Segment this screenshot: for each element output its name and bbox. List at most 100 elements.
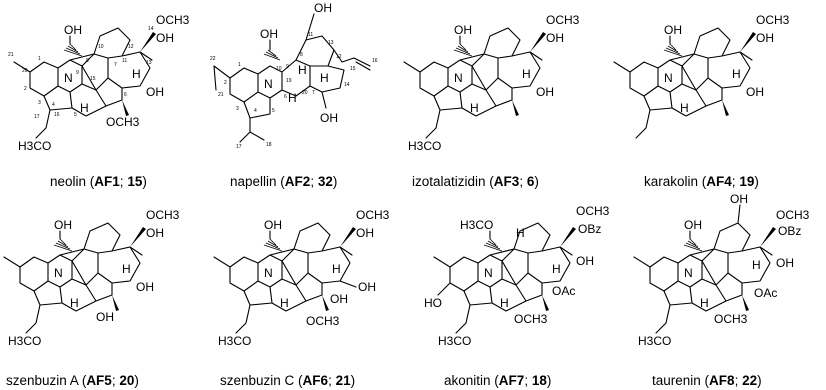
atom-oh: OH — [146, 85, 164, 99]
atom-number: 2 — [24, 86, 27, 92]
compound-af1: OH OCH3 OH N H OH OCH3 H3CO H 21 20 1 2 … — [8, 13, 190, 189]
atom-och3: OCH3 — [306, 314, 340, 328]
atom-h: H — [700, 296, 709, 310]
atom-number: 11 — [122, 58, 127, 64]
atom-number: 15 — [90, 76, 96, 82]
atom-oh: OH — [54, 218, 72, 232]
atom-number: 13 — [328, 40, 334, 46]
atom-n: N — [64, 71, 73, 85]
atom-number: 12 — [336, 54, 342, 60]
atom-h: H — [132, 67, 141, 81]
atom-number: 7 — [312, 90, 315, 96]
compound-label-af2: napellin (AF2; 32) — [230, 174, 337, 189]
structure-af5 — [3, 222, 147, 334]
atom-h: H — [680, 101, 689, 115]
structure-af4 — [613, 27, 757, 139]
atom-obz: OBz — [578, 222, 601, 236]
atom-oh: OH — [320, 111, 338, 125]
atom-och3: OCH3 — [106, 115, 140, 129]
compound-label-af1: neolin (AF1; 15) — [50, 174, 147, 189]
atom-number: 19 — [286, 78, 292, 84]
atom-oh: OH — [746, 85, 764, 99]
atom-h: H — [500, 296, 509, 310]
atom-number: 6 — [284, 94, 287, 100]
atom-number: 16 — [372, 58, 378, 64]
atom-h: H — [470, 101, 479, 115]
atom-number: 17 — [34, 114, 40, 120]
atom-number: 5 — [74, 112, 77, 118]
atom-number: 10 — [276, 66, 282, 72]
atom-och3: OCH3 — [156, 13, 190, 27]
atom-oh: OH — [156, 31, 174, 45]
atom-n: N — [484, 266, 493, 280]
atom-number: 4 — [254, 108, 257, 114]
atom-h3co: H3CO — [408, 139, 441, 153]
atom-h: H — [752, 258, 761, 272]
atom-h3co: H3CO — [638, 334, 671, 348]
compound-label-af4: karakolin (AF4; 19) — [644, 174, 759, 189]
atom-och3: OCH3 — [514, 312, 548, 326]
atom-number: 8 — [300, 52, 303, 58]
atom-n: N — [54, 266, 63, 280]
atom-h: H — [522, 67, 531, 81]
atom-oh: OH — [64, 23, 82, 37]
atom-h: H — [332, 262, 341, 276]
atom-number: 9 — [286, 64, 289, 70]
atom-och3: OCH3 — [146, 208, 180, 222]
compound-af4: OH OCH3 OH N H OH H karakolin (AF4; 19) — [613, 13, 790, 189]
atom-h3co: H3CO — [438, 334, 471, 348]
atom-oh: OH — [664, 23, 682, 37]
atom-oh: OH — [260, 27, 278, 41]
atom-oh: OH — [314, 1, 332, 15]
atom-oh: OH — [358, 280, 376, 294]
atom-och3: OCH3 — [546, 13, 580, 27]
compound-label-af3: izotalatizidin (AF3; 6) — [412, 174, 539, 189]
atom-oh: OH — [546, 31, 564, 45]
atom-number: 21 — [8, 52, 14, 58]
atom-number: 3 — [38, 100, 41, 106]
atom-number: 15 — [350, 66, 356, 72]
atom-oh: OH — [756, 31, 774, 45]
compound-label-af5: szenbuzin A (AF5; 20) — [6, 373, 139, 388]
compound-af2: OH OH N H H H OH 22 21 1 2 3 4 5 6 7 8 9… — [210, 1, 378, 189]
atom-number: 20 — [22, 68, 28, 74]
atom-number: 17 — [236, 144, 242, 150]
atom-oac: OAc — [552, 284, 575, 298]
atom-oh: OH — [536, 85, 554, 99]
atom-oh: OH — [146, 226, 164, 240]
atom-h: H — [122, 262, 131, 276]
atom-h: H — [80, 101, 89, 115]
atom-oh: OH — [330, 292, 348, 306]
atom-number: 2 — [224, 80, 227, 86]
atom-h3co: H3CO — [18, 139, 51, 153]
atom-number: 8 — [86, 58, 89, 64]
atom-oh: OH — [684, 218, 702, 232]
atom-oh: OH — [454, 23, 472, 37]
atom-number: 16 — [54, 112, 60, 118]
compound-af7: H3CO OCH3 OBz N H H OH OAc HO OCH3 H3CO … — [424, 204, 610, 388]
compound-af6: OH OCH3 OH N H OH OH OCH3 H3CO H szenbuz… — [213, 208, 390, 388]
atom-number: 14 — [148, 26, 154, 32]
atom-number: 10 — [98, 44, 104, 50]
atom-h: H — [288, 91, 297, 105]
structure-af8 — [633, 222, 777, 334]
atom-oh: OH — [264, 218, 282, 232]
atom-n: N — [264, 77, 273, 91]
atom-oac: OAc — [754, 286, 777, 300]
atom-n: N — [684, 266, 693, 280]
compound-af8: OH OH OCH3 OBz N H OH OAc OCH3 H3CO H ta… — [633, 192, 810, 388]
atom-number: 6 — [124, 92, 127, 98]
atom-oh: OH — [730, 192, 748, 206]
atom-number: 9 — [76, 70, 79, 76]
atom-h: H — [280, 296, 289, 310]
compound-label-af6: szenbuzin C (AF6; 21) — [220, 373, 355, 388]
atom-h: H — [70, 296, 79, 310]
atom-h: H — [298, 63, 307, 77]
atom-n: N — [264, 266, 273, 280]
atom-oh: OH — [96, 310, 114, 324]
compound-label-af8: taurenin (AF8; 22) — [652, 373, 762, 388]
atom-och3: OCH3 — [776, 208, 810, 222]
atom-number: 22 — [210, 56, 216, 62]
atom-och3: OCH3 — [756, 13, 790, 27]
atom-number: 14 — [344, 82, 350, 88]
